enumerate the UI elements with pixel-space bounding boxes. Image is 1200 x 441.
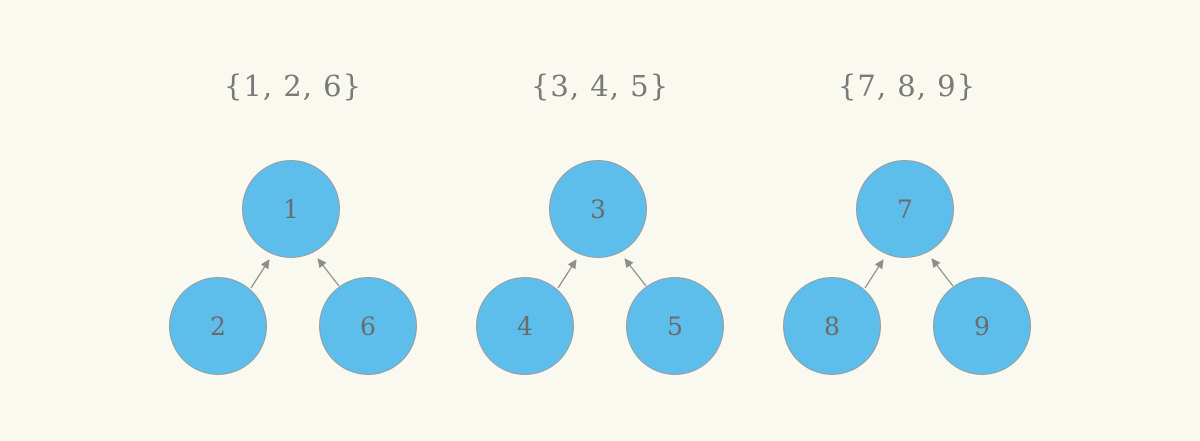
node-child-right: 6 — [319, 277, 417, 375]
set-label-3: {7, 8, 9} — [837, 69, 977, 103]
parent-arrow-right-1 — [317, 258, 340, 287]
node-child-left: 4 — [476, 277, 574, 375]
node-root: 3 — [549, 160, 647, 258]
node-root: 1 — [242, 160, 340, 258]
set-label-2: {3, 4, 5} — [530, 69, 670, 103]
node-child-right: 9 — [933, 277, 1031, 375]
parent-arrow-right-3 — [931, 258, 954, 287]
node-root: 7 — [856, 160, 954, 258]
set-label-1: {1, 2, 6} — [223, 69, 363, 103]
parent-arrow-left-1 — [250, 259, 270, 289]
node-child-right: 5 — [626, 277, 724, 375]
parent-arrow-left-2 — [557, 259, 577, 289]
parent-arrow-left-3 — [864, 259, 884, 289]
parent-arrow-right-2 — [624, 258, 647, 287]
node-child-left: 8 — [783, 277, 881, 375]
node-child-left: 2 — [169, 277, 267, 375]
